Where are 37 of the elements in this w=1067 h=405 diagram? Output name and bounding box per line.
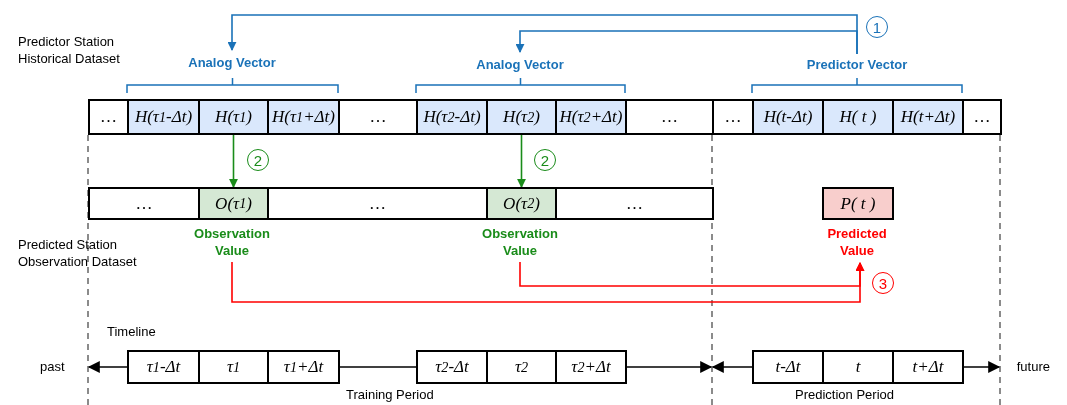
period-label: Prediction Period bbox=[795, 386, 894, 403]
period-label: Training Period bbox=[346, 386, 434, 403]
timeline-line bbox=[339, 366, 417, 368]
vector-title: Predictor Vector bbox=[790, 54, 924, 74]
ellipsis-cell: … bbox=[962, 99, 1002, 135]
dataset-label: Predictor Station Historical Dataset bbox=[18, 33, 121, 67]
arrow bbox=[711, 361, 753, 373]
data-cell: H(t+Δt) bbox=[892, 99, 964, 135]
axis-end-label: past bbox=[40, 358, 65, 375]
observation-label: Observation Value bbox=[475, 223, 565, 261]
axis-end-label: future bbox=[1000, 357, 1050, 375]
vector-title: Analog Vector bbox=[460, 54, 580, 74]
arrow bbox=[229, 134, 238, 188]
arrow bbox=[87, 361, 128, 373]
axis-title: Timeline bbox=[107, 323, 156, 340]
ellipsis-cell: … bbox=[555, 187, 714, 220]
observation-label: Observation Value bbox=[187, 223, 277, 261]
data-cell: H(t-Δt) bbox=[752, 99, 824, 135]
timeline-cell: t bbox=[822, 350, 894, 384]
prediction-label: Predicted Value bbox=[812, 223, 902, 261]
ellipsis-cell: … bbox=[88, 187, 200, 220]
arrow bbox=[515, 30, 858, 55]
data-cell: H( t ) bbox=[822, 99, 894, 135]
arrow bbox=[626, 361, 713, 373]
dataset-label: Predicted Station Observation Dataset bbox=[18, 236, 138, 270]
ellipsis-cell: … bbox=[338, 99, 418, 135]
arrow bbox=[519, 261, 865, 287]
arrow bbox=[963, 361, 1001, 373]
ellipsis-cell: … bbox=[625, 99, 714, 135]
prediction-cell: P( t ) bbox=[822, 187, 894, 220]
ellipsis-cell: … bbox=[88, 99, 129, 135]
timeline-cell: t-Δt bbox=[752, 350, 824, 384]
timeline-cell: t+Δt bbox=[892, 350, 964, 384]
vector-title: Analog Vector bbox=[172, 52, 292, 72]
arrow bbox=[517, 134, 526, 188]
ellipsis-cell: … bbox=[267, 187, 488, 220]
ellipsis-cell: … bbox=[712, 99, 754, 135]
